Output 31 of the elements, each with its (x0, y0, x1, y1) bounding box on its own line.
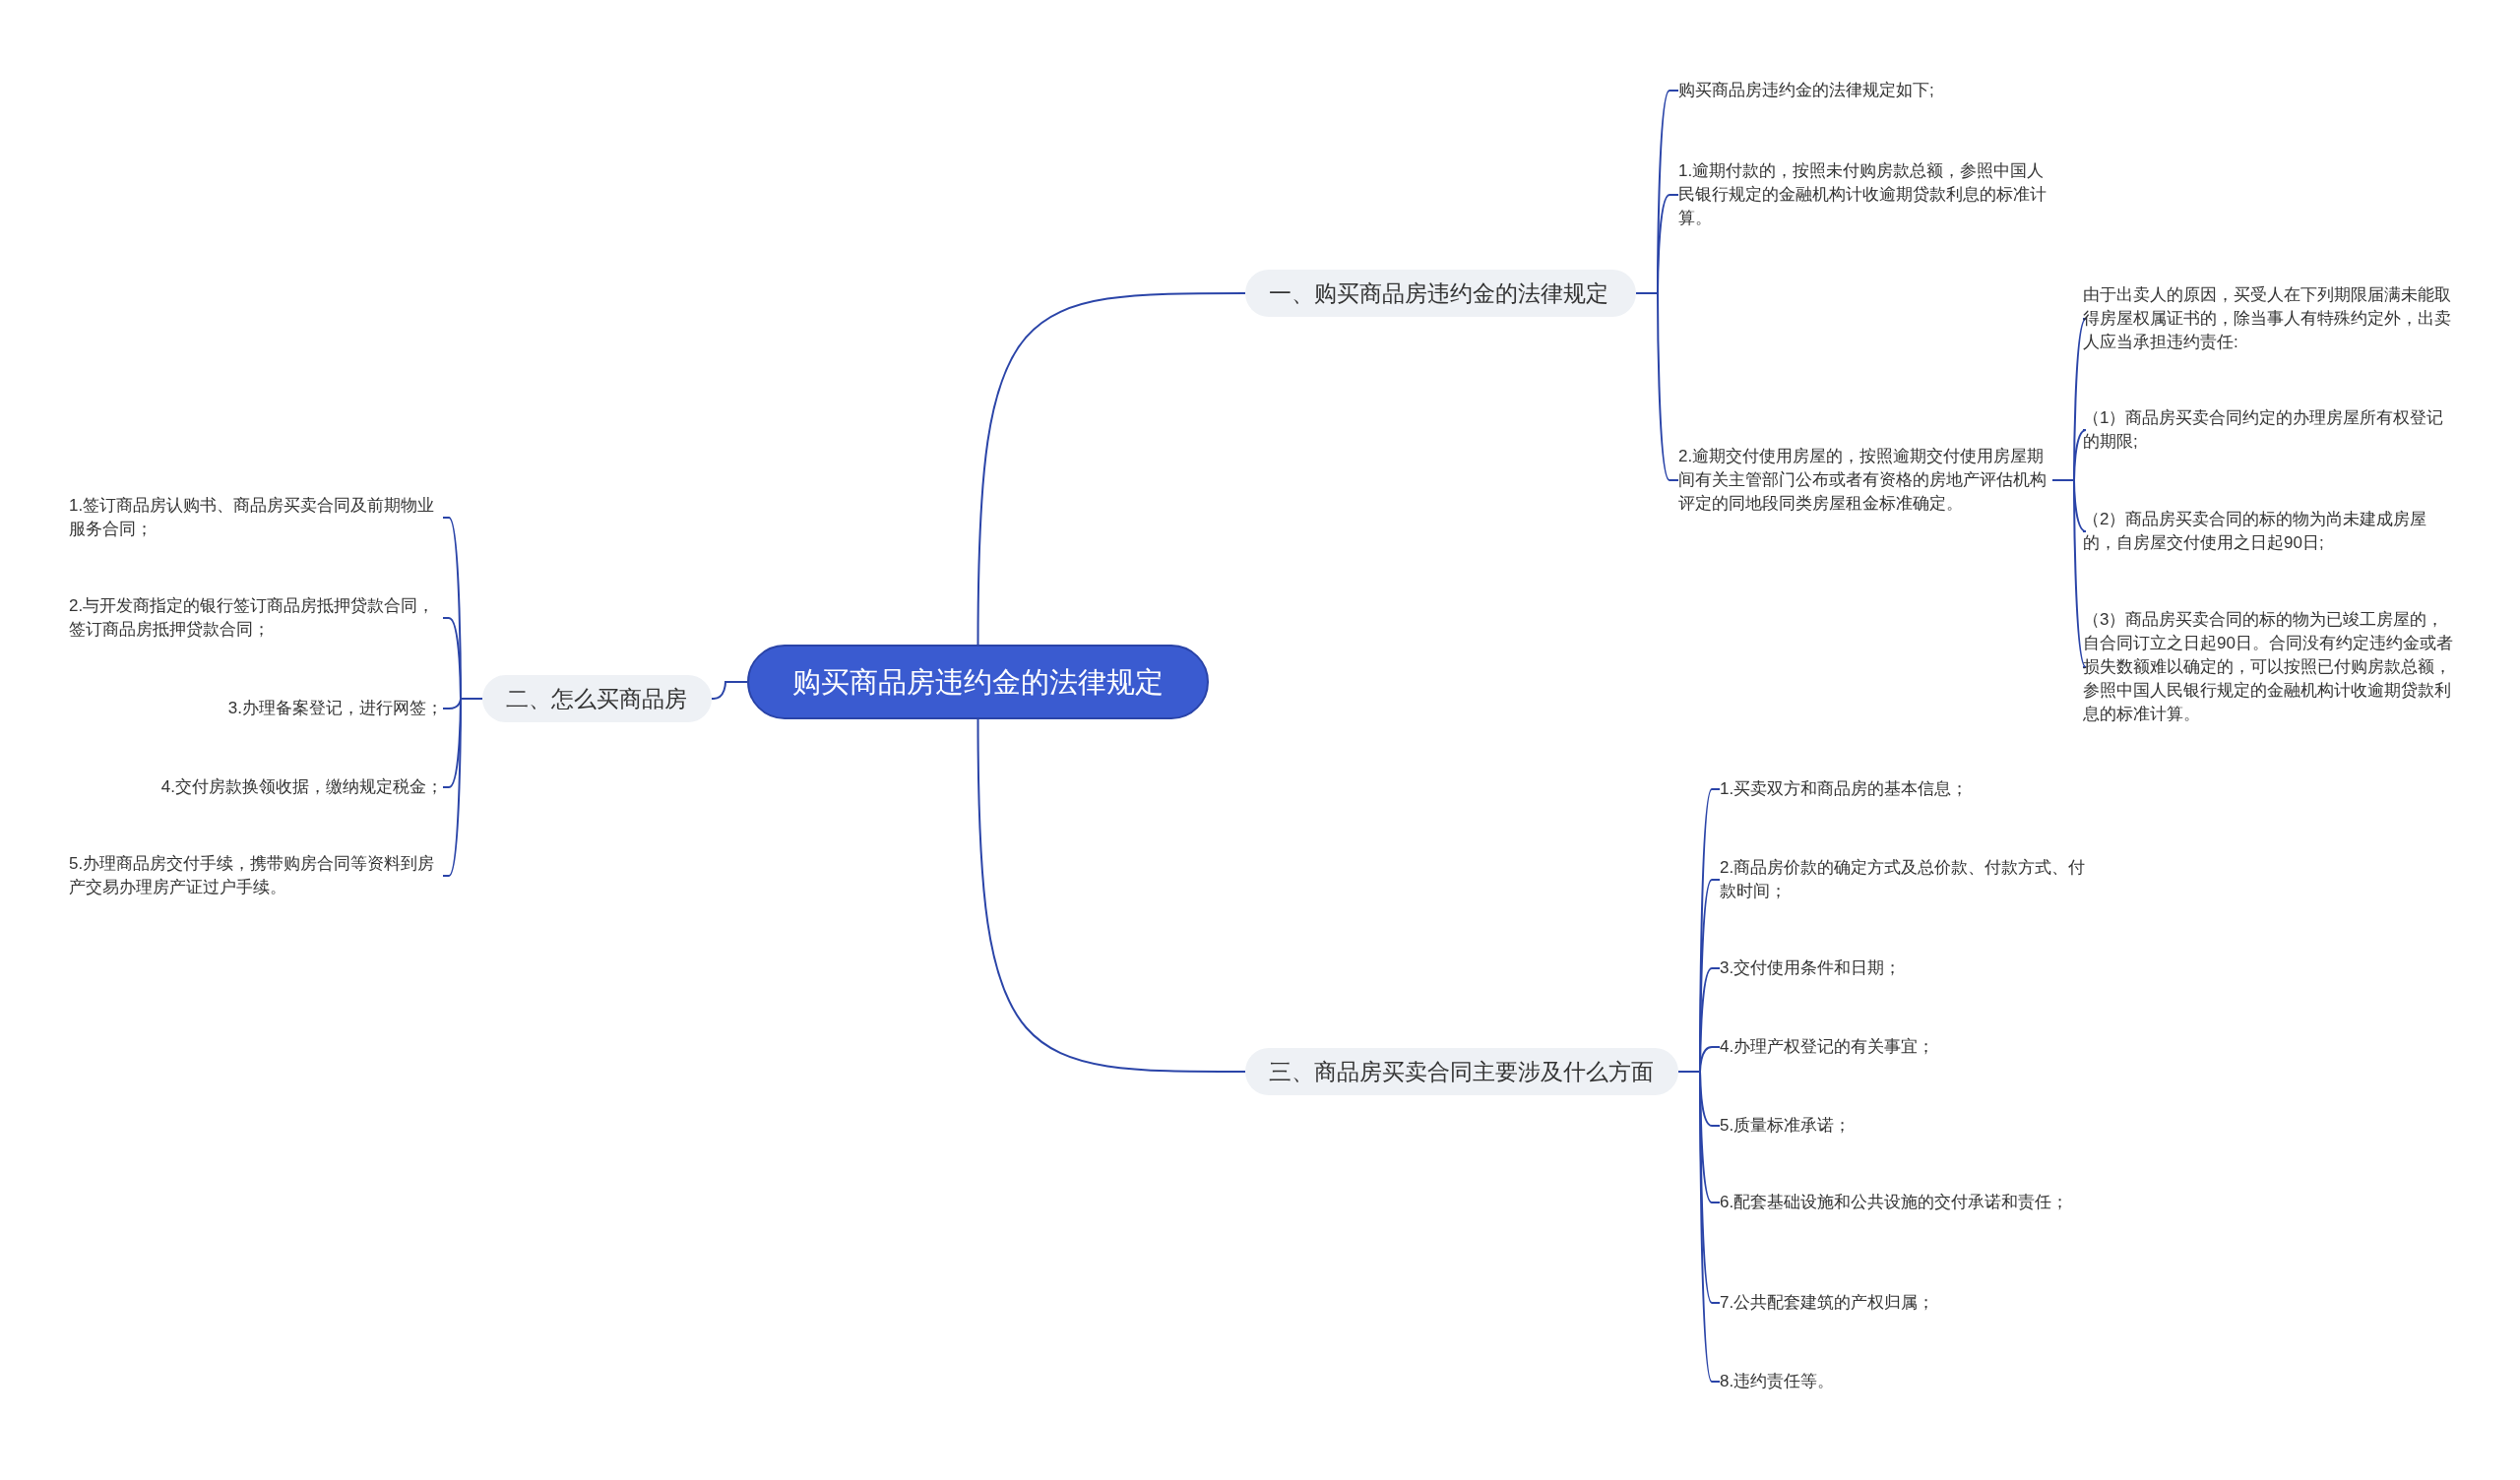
topic-text: 由于出卖人的原因，买受人在下列期限届满未能取得房屋权属证书的，除当事人有特殊约定外，出卖人应当承担违约责任: (2083, 283, 2457, 354)
central-topic: 购买商品房违约金的法律规定 (747, 645, 1209, 719)
branch-topic: 三、商品房买卖合同主要涉及什么方面 (1245, 1048, 1678, 1095)
topic-text: 3.交付使用条件和日期； (1720, 956, 2094, 980)
connector-line (1635, 292, 1679, 481)
topic-text: 8.违约责任等。 (1720, 1370, 2094, 1393)
topic-text: （3）商品房买卖合同的标的物为已竣工房屋的，自合同订立之日起90日。合同没有约定违约金或者损失数额难以确定的，可以按照已付购房款总额，参照中国人民银行规定的金融机构计收逾期贷款利息的标准计算。 (2083, 608, 2457, 726)
topic-text: 购买商品房违约金的法律规定如下; (1678, 79, 2052, 102)
topic-text: 2.与开发商指定的银行签订商品房抵押贷款合同，签订商品房抵押贷款合同； (69, 594, 443, 642)
topic-text: （1）商品房买卖合同约定的办理房屋所有权登记的期限; (2083, 406, 2457, 454)
topic-text: 2.逾期交付使用房屋的，按照逾期交付使用房屋期间有关主管部门公布或者有资格的房地产评估机构评定的同地段同类房屋租金标准确定。 (1678, 445, 2052, 516)
connector-line (976, 718, 1246, 1073)
topic-text: 4.办理产权登记的有关事宜； (1720, 1035, 2094, 1059)
branch-topic: 二、怎么买商品房 (482, 675, 712, 722)
connector-line (976, 292, 1246, 646)
connector-line (711, 681, 748, 700)
topic-text: 5.办理商品房交付手续，携带购房合同等资料到房产交易办理房产证过户手续。 (69, 852, 443, 899)
topic-text: 1.买卖双方和商品房的基本信息； (1720, 777, 2094, 801)
topic-text: 6.配套基础设施和公共设施的交付承诺和责任； (1720, 1191, 2094, 1214)
topic-text: 1.签订商品房认购书、商品房买卖合同及前期物业服务合同； (69, 494, 443, 541)
topic-text: 7.公共配套建筑的产权归属； (1720, 1291, 2094, 1315)
topic-text: （2）商品房买卖合同的标的物为尚未建成房屋的，自房屋交付使用之日起90日; (2083, 508, 2457, 555)
connector-line (442, 698, 483, 877)
topic-text: 5.质量标准承诺； (1720, 1114, 2094, 1138)
topic-text: 1.逾期付款的，按照未付购房款总额，参照中国人民银行规定的金融机构计收逾期贷款利息的标准计算。 (1678, 159, 2052, 230)
branch-topic: 一、购买商品房违约金的法律规定 (1245, 270, 1636, 317)
topic-text: 4.交付房款换领收据，缴纳规定税金； (69, 775, 443, 799)
topic-text: 2.商品房价款的确定方式及总价款、付款方式、付款时间； (1720, 856, 2094, 903)
topic-text: 3.办理备案登记，进行网签； (69, 697, 443, 720)
connector-line (2051, 479, 2087, 668)
connector-line (1677, 1071, 1721, 1383)
